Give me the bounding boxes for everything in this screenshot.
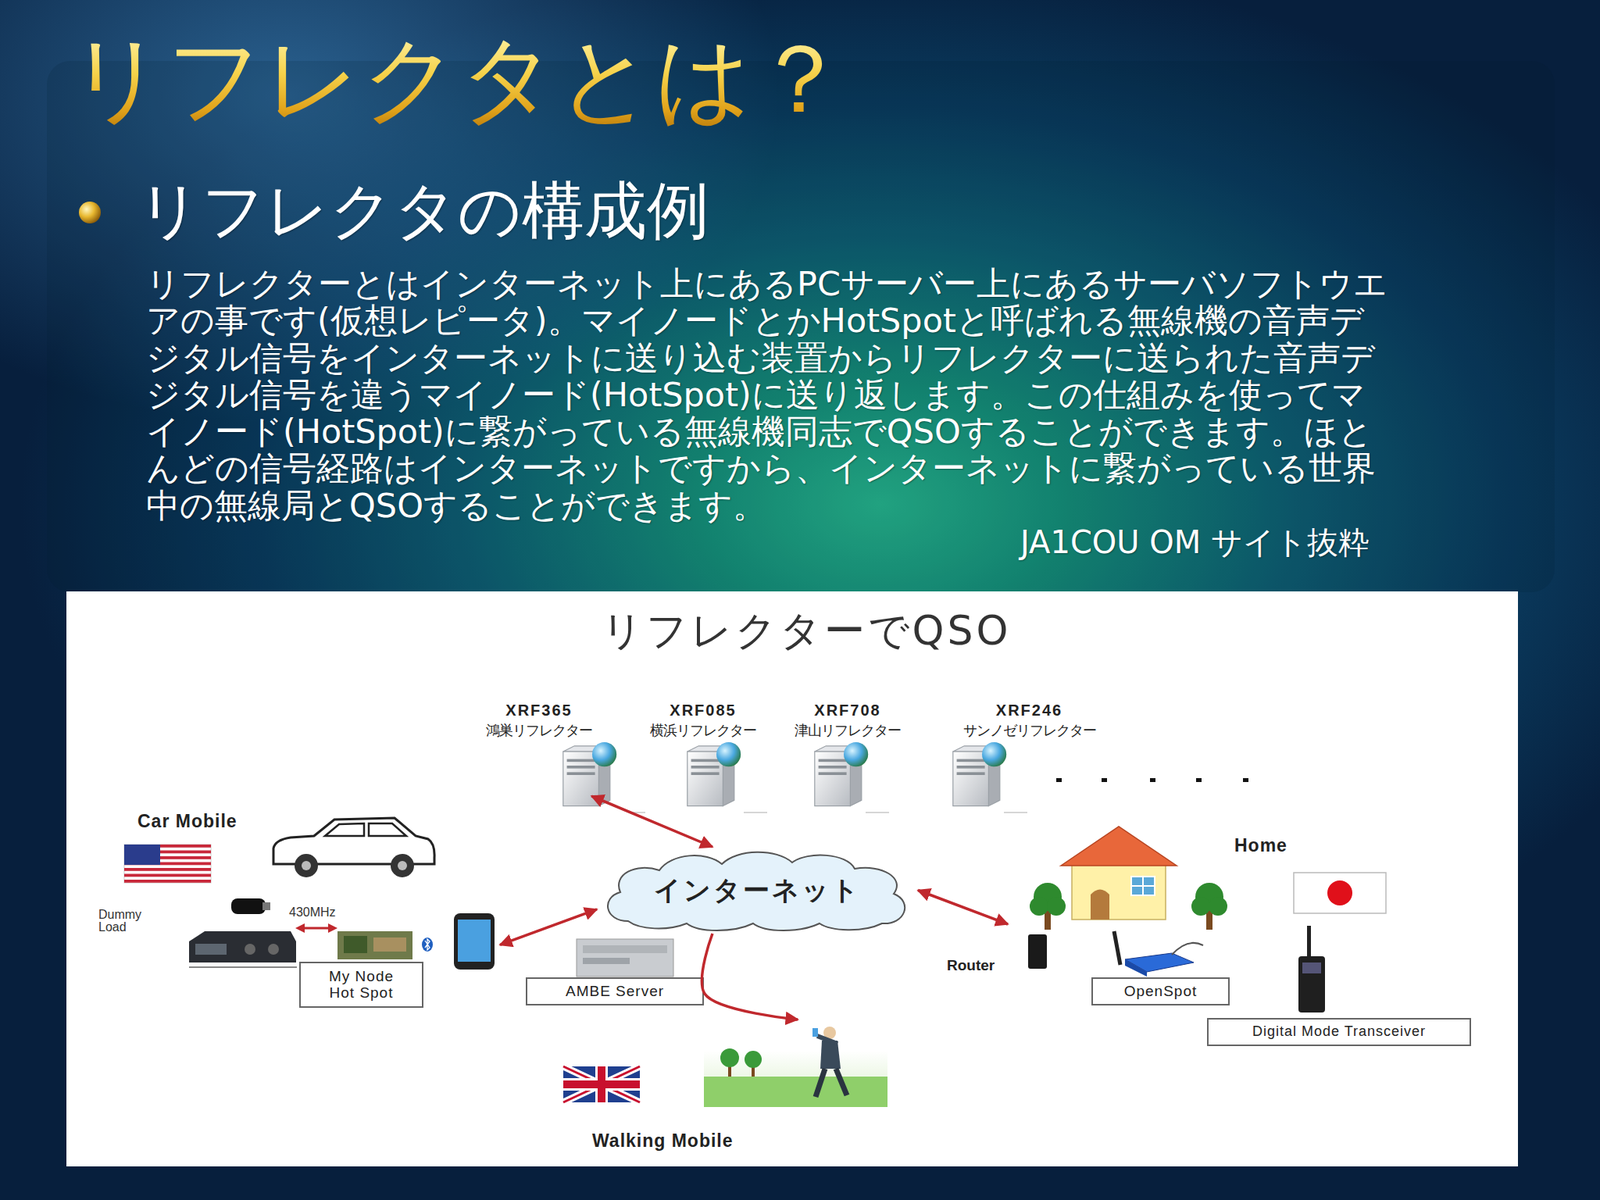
- park-scene: [703, 1048, 888, 1108]
- reflector-id: XRF365: [505, 699, 572, 722]
- link-arrow: [917, 890, 1008, 925]
- tree: [1191, 882, 1228, 930]
- station-group: Walking Mobile: [546, 1019, 891, 1161]
- group-title: Home: [1234, 835, 1288, 857]
- reflector-id: XRF708: [814, 699, 881, 722]
- section-heading: リフレクタの構成例: [137, 175, 1075, 247]
- server-icon: [953, 742, 1007, 807]
- smartphone: [453, 913, 495, 970]
- bullet-dot: [78, 201, 101, 224]
- rf-link-arrow: [295, 923, 338, 933]
- router-device: [1028, 934, 1047, 969]
- reflector-id: XRF246: [996, 699, 1063, 722]
- group-title: Walking Mobile: [592, 1130, 734, 1152]
- frequency-label: 430MHz: [289, 906, 360, 919]
- link-arrow: [701, 933, 798, 1020]
- server-icon: [563, 742, 617, 807]
- cloud-shape: [607, 852, 905, 931]
- diagram-panel: [66, 591, 1518, 1167]
- reflector-server: XRF085横浜リフレクター: [625, 699, 782, 797]
- walking-person: [812, 1026, 847, 1097]
- node-label: My Node Hot Spot: [321, 968, 402, 1002]
- dummy-load: [231, 898, 271, 915]
- device-box: Digital Mode Transceiver: [1207, 1017, 1472, 1047]
- japan-flag: [1293, 872, 1386, 914]
- station-group: HomeOpenSpotDigital Mode Transceiver: [1007, 816, 1480, 1051]
- internet-cloud: インターネット: [596, 846, 918, 934]
- reflector-server: XRF708津山リフレクター: [761, 699, 934, 797]
- diagram-heading: リフレクターでQSO: [571, 606, 1041, 655]
- more-dots: [1056, 778, 1249, 783]
- device-box: OpenSpot: [1091, 977, 1230, 1006]
- reflector-name: 横浜リフレクター: [650, 721, 757, 740]
- body-paragraph: リフレクターとはインターネット上にあるPCサーバー上にあるサーバソフトウエアの事…: [146, 265, 1389, 525]
- node-label: Digital Mode Transceiver: [1252, 1024, 1426, 1040]
- mobile-radio: [189, 931, 297, 968]
- usa-flag: [124, 844, 211, 883]
- slide-frame: [46, 60, 1555, 593]
- reflector-server: XRF365鴻巣リフレクター: [457, 699, 622, 797]
- source-credit: JA1COU OM サイト抜粋: [1020, 523, 1458, 561]
- station-group: Car Mobile My Node Hot Spot: [96, 806, 500, 1011]
- part-label: Dummy Load: [98, 908, 149, 934]
- device-box: My Node Hot Spot: [299, 961, 424, 1008]
- node-label: AMBE Server: [565, 983, 665, 1000]
- openspot-device: [1114, 931, 1204, 977]
- link-arrow: [500, 909, 597, 946]
- tree: [1029, 882, 1066, 930]
- handheld-transceiver: [1298, 925, 1325, 1013]
- server-icon: [687, 742, 741, 807]
- house: [1060, 826, 1177, 920]
- reflector-server: XRF246サンノゼリフレクター: [941, 699, 1118, 797]
- server-icons: [563, 742, 1028, 813]
- link-arrow: [591, 796, 713, 847]
- slide-title: リフレクタとは？: [68, 26, 848, 132]
- ambe-device: [576, 939, 674, 977]
- node-label: インターネット: [653, 872, 861, 909]
- node-label: OpenSpot: [1124, 983, 1198, 1000]
- part-label: Router: [946, 957, 1018, 973]
- server-icon: [814, 742, 868, 807]
- bluetooth-icon: [421, 937, 433, 952]
- reflector-name: 鴻巣リフレクター: [485, 721, 593, 740]
- group-title: Car Mobile: [137, 810, 238, 833]
- node-board-photo: [337, 931, 413, 960]
- car-drawing: [273, 817, 435, 878]
- reflector-name: 津山リフレクター: [794, 721, 901, 740]
- device-box: AMBE Server: [525, 977, 704, 1006]
- reflector-id: XRF085: [669, 699, 736, 722]
- uk-flag: [563, 1066, 640, 1103]
- reflector-name: サンノゼリフレクター: [963, 721, 1097, 740]
- server-shadow: [632, 811, 1028, 814]
